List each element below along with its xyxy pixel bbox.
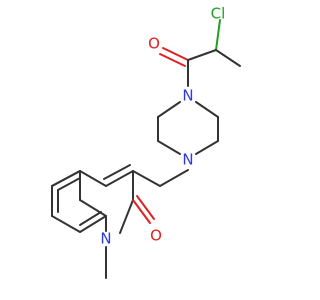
bond-ch2-ring bbox=[132, 170, 161, 187]
bond-pip-3 bbox=[195, 140, 219, 155]
molecule-structure: Cl O N N O N bbox=[51, 5, 241, 279]
bond-pip-6 bbox=[157, 101, 181, 118]
atom-n-piperazine-top: N bbox=[182, 87, 193, 105]
bond-layer bbox=[51, 19, 241, 279]
bond-pip-4 bbox=[157, 140, 181, 155]
bond-b-4 bbox=[51, 170, 81, 187]
bond-ch-methyl bbox=[215, 49, 241, 67]
bond-carbonyl-o-2 bbox=[159, 53, 186, 67]
bond-carbonyl-o-1 bbox=[162, 47, 189, 61]
atom-o-acyl: O bbox=[148, 35, 160, 53]
bond-b-3-double bbox=[79, 211, 102, 226]
bond-c-cl bbox=[215, 19, 221, 51]
bond-q-5 bbox=[79, 199, 107, 217]
bond-b-3 bbox=[79, 215, 107, 233]
bond-q-6 bbox=[119, 199, 134, 234]
atom-cl: Cl bbox=[211, 5, 226, 23]
bond-n-ch2 bbox=[159, 169, 189, 187]
atom-n-piperazine-bottom: N bbox=[182, 151, 193, 169]
bond-b-4-double bbox=[57, 177, 81, 191]
bond-q-1-double bbox=[103, 164, 131, 180]
bond-b-2 bbox=[51, 215, 81, 233]
atom-label-layer: Cl O N N O N bbox=[100, 5, 225, 248]
atom-o-lactam: O bbox=[150, 227, 162, 245]
bond-lactam-o-1 bbox=[132, 199, 151, 224]
bond-pip-1 bbox=[195, 101, 219, 118]
bond-q-1 bbox=[105, 170, 134, 187]
bond-lactam-o-2 bbox=[136, 195, 155, 220]
bond-carbonyl-ch bbox=[187, 49, 217, 61]
atom-n-quinoline: N bbox=[100, 230, 111, 248]
bond-q-2 bbox=[79, 170, 107, 187]
